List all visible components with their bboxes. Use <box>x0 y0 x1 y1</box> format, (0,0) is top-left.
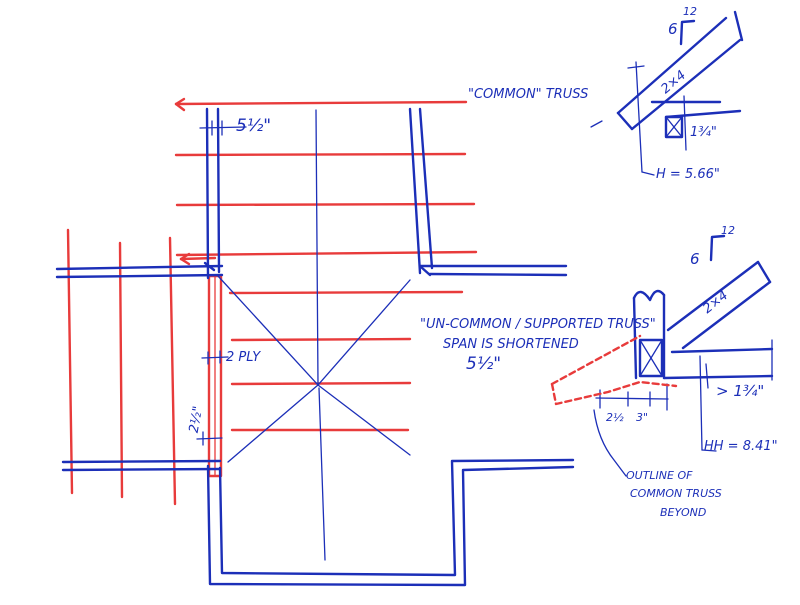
outline-note-line3: BEYOND <box>660 506 707 519</box>
plan-walls <box>55 107 575 587</box>
pitch-rise-top: 6 <box>668 20 678 38</box>
common-truss-detail <box>590 10 744 176</box>
uncommon-truss-detail <box>550 234 774 477</box>
bearing-label-top: 1¾" <box>690 125 717 140</box>
uncommon-dimension-label: 5½" <box>466 354 502 374</box>
pitch-rise-bottom: 6 <box>690 250 700 268</box>
plan-dimension-marks <box>196 120 247 446</box>
height-label-top: H = 5.66" <box>656 167 720 182</box>
two-ply-label: 2 PLY <box>226 350 261 365</box>
uncommon-truss-note: "UN-COMMON / SUPPORTED TRUSS" <box>420 317 656 332</box>
bearing-label-bottom: > 1¾" <box>716 382 765 400</box>
hip-lines <box>217 109 411 561</box>
seat-dimension-b: 3" <box>636 411 649 424</box>
pitch-run-bottom: 12 <box>721 224 735 237</box>
outline-note-line1: OUTLINE OF <box>626 469 693 482</box>
common-truss-note: "COMMON" TRUSS <box>468 87 589 102</box>
top-dimension-label: 5½" <box>236 116 272 136</box>
height-label-bottom: HH = 8.41" <box>704 439 778 454</box>
truss-lines-middle <box>228 290 464 432</box>
pitch-run-top: 12 <box>683 5 697 18</box>
outline-note-line2: COMMON TRUSS <box>630 487 722 500</box>
two-ply-girder <box>207 274 223 478</box>
seat-dimension-a: 2½ <box>606 411 624 424</box>
span-shortened-note: SPAN IS SHORTENED <box>443 337 579 352</box>
joist-lines-left <box>66 228 177 506</box>
truss-lines-upper <box>174 97 478 266</box>
